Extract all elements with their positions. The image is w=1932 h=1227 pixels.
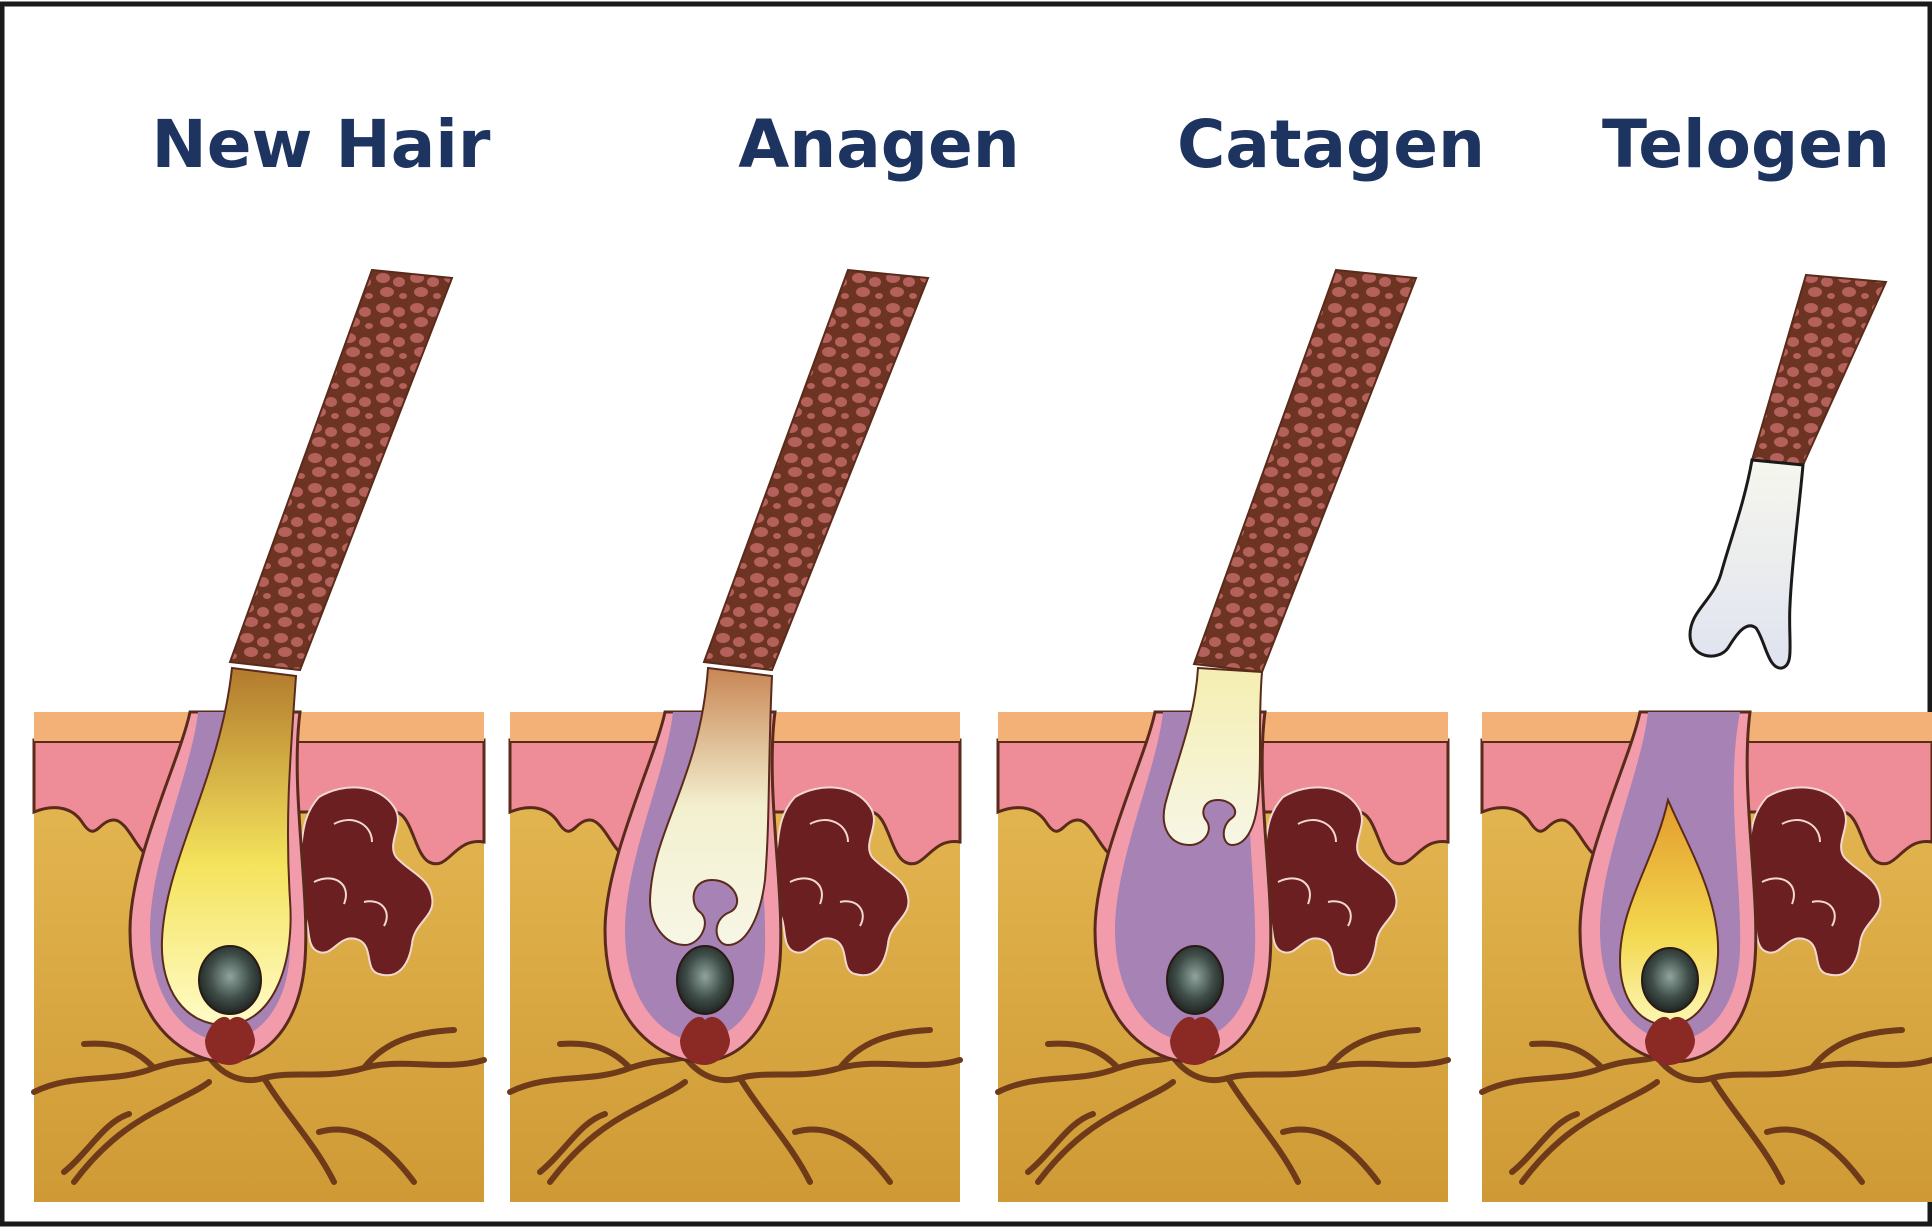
- dermal-papilla: [1167, 946, 1223, 1014]
- dermal-papilla: [677, 946, 733, 1014]
- stage-title-catagen: Catagen: [1177, 106, 1485, 183]
- stage-title-telogen: Telogen: [1602, 106, 1890, 183]
- stage-title-new-hair: New Hair: [152, 106, 491, 183]
- dermal-papilla: [1642, 948, 1698, 1012]
- dermal-papilla: [199, 946, 261, 1014]
- stage-title-anagen: Anagen: [738, 106, 1020, 183]
